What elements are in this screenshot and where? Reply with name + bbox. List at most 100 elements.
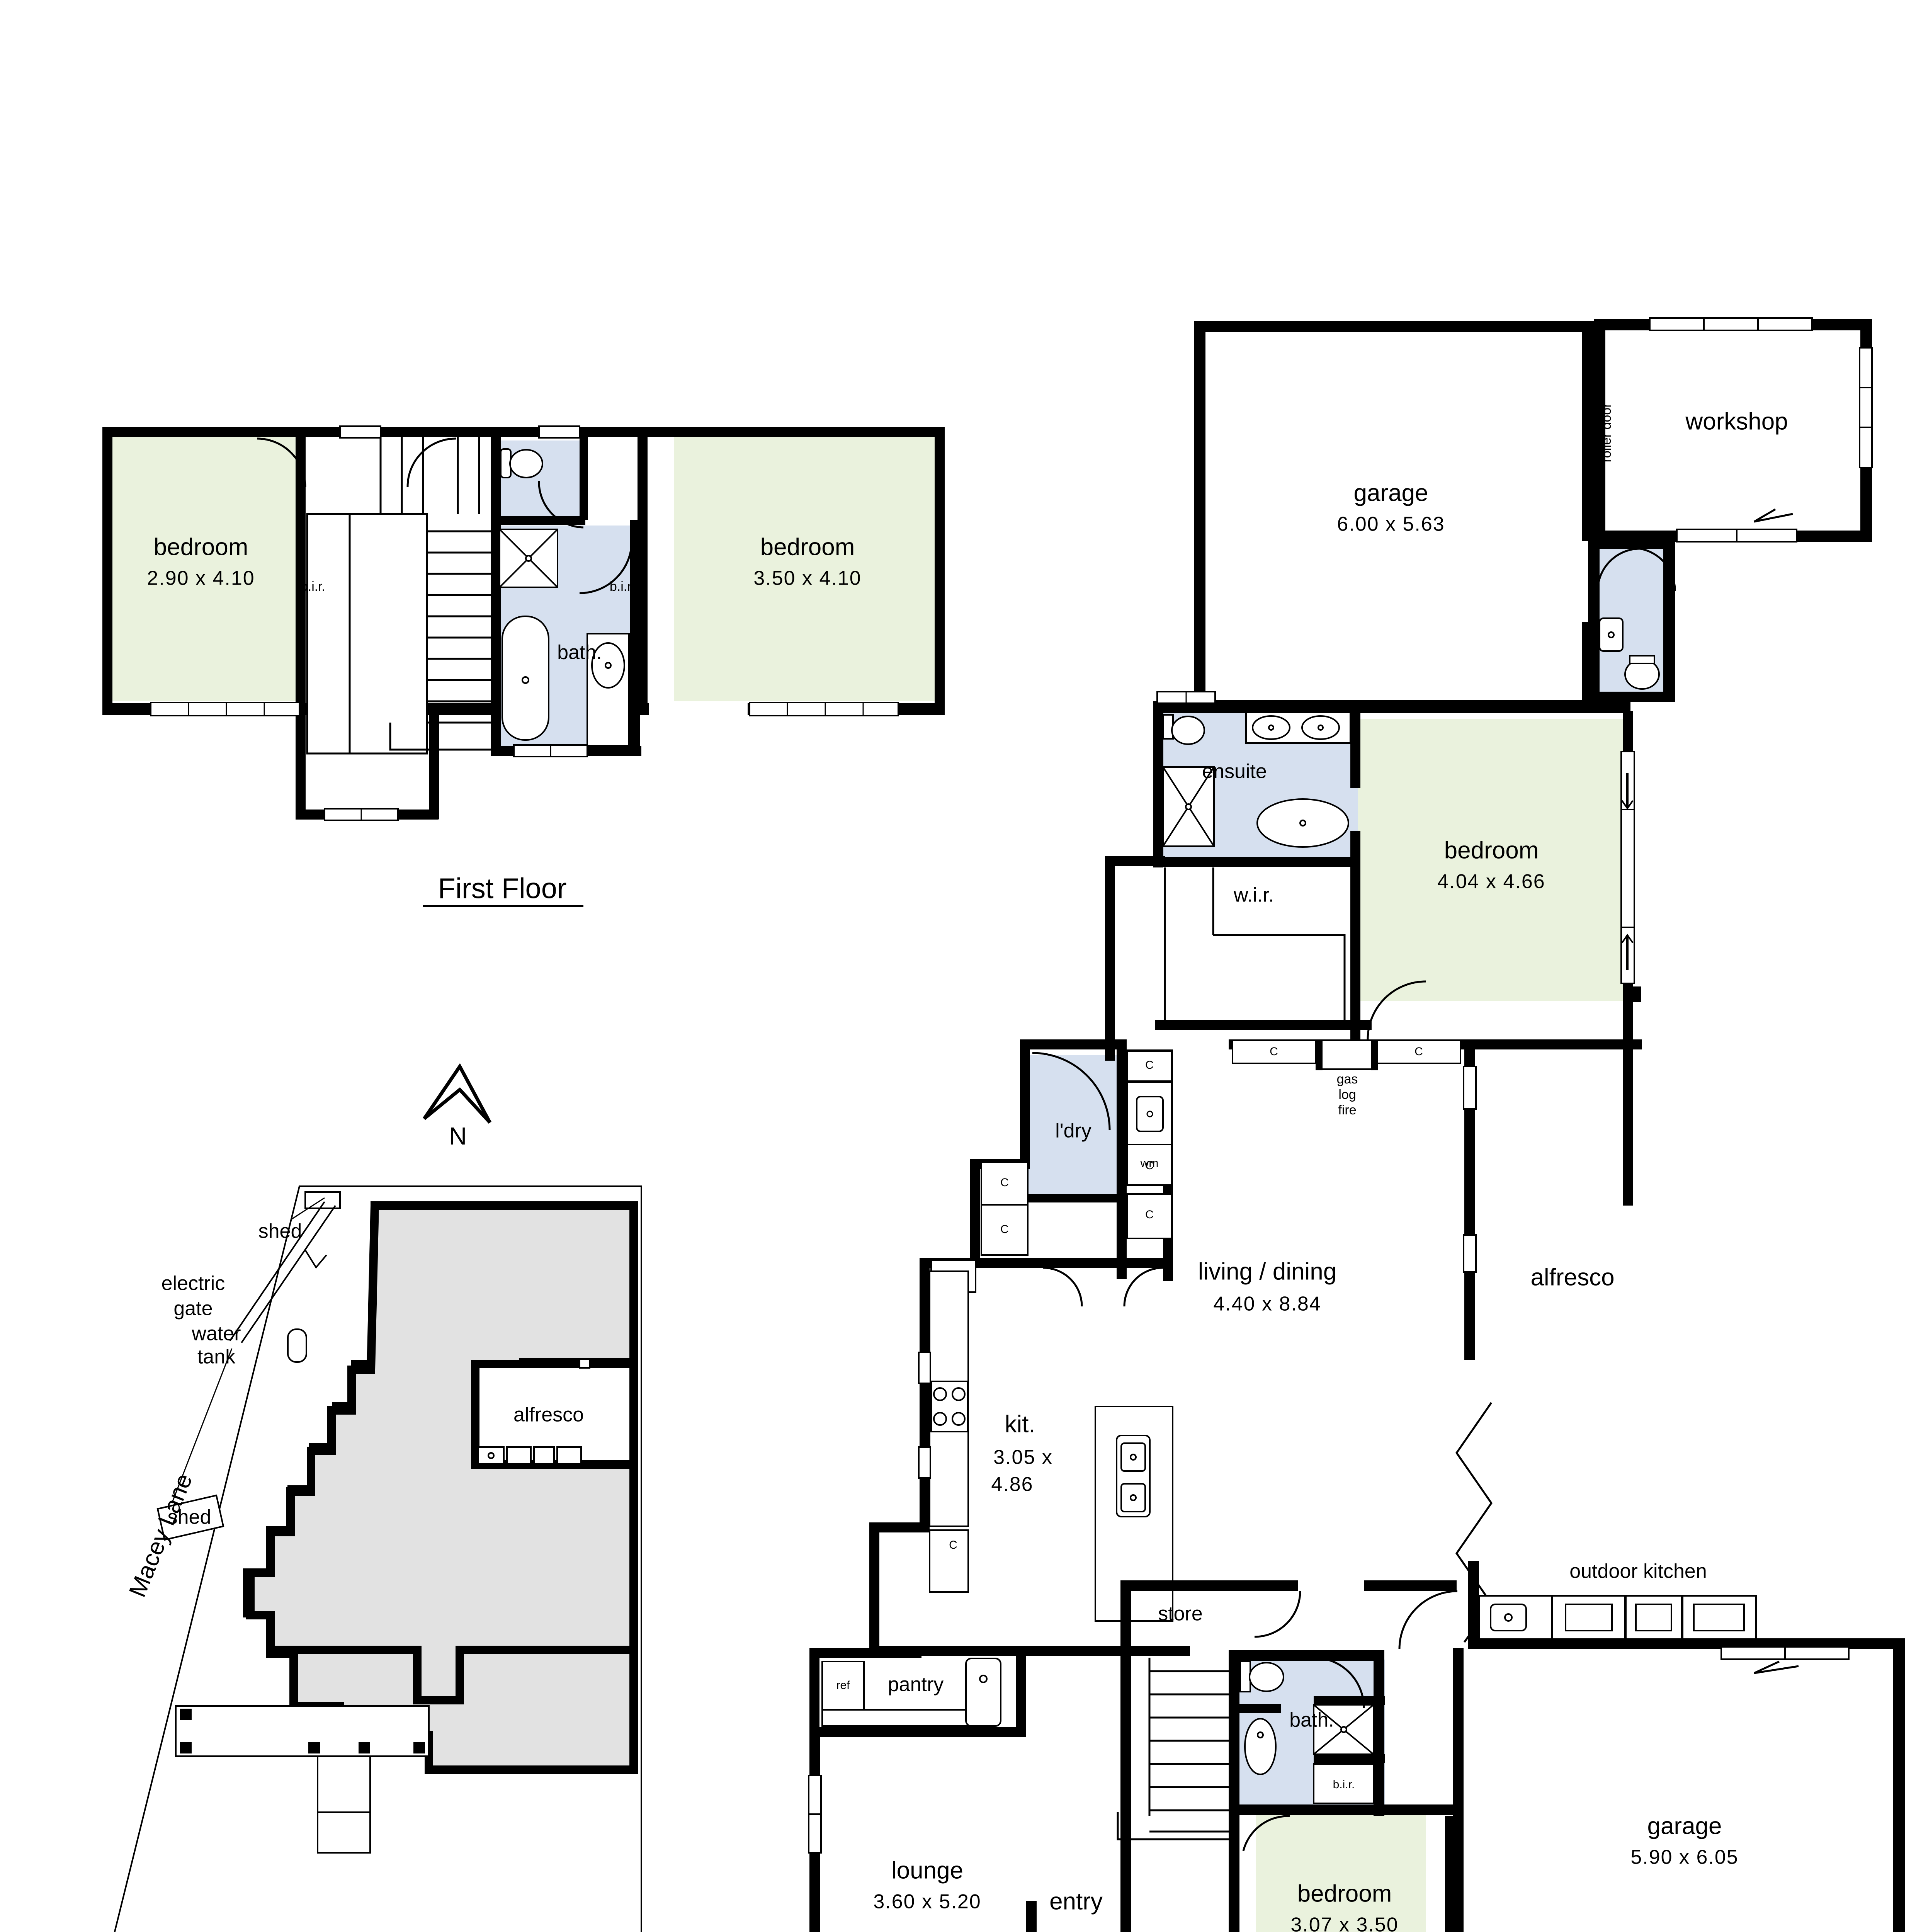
gf-cupboard-dividers <box>1316 1040 1378 1070</box>
first-floor-stairs <box>306 437 491 755</box>
gf-ground-bath-fixtures <box>1239 1661 1374 1804</box>
gf-master-bedroom-label: bedroom <box>1444 837 1539 864</box>
gf-front-verandah <box>1626 986 1641 1002</box>
gf-garage-wc-door-2 <box>1640 548 1676 592</box>
gf-kitchen-windows <box>918 1352 931 1479</box>
gf-outdoor-kitchen-bench <box>1478 1595 1757 1640</box>
first-floor-bedroom-left-dims: 2.90 x 4.10 <box>147 567 255 590</box>
gf-laundry-door <box>1032 1052 1111 1131</box>
north-label: N <box>449 1122 467 1150</box>
first-floor-bath-label: bath. <box>557 641 602 664</box>
gf-entry-label: entry <box>1049 1888 1103 1915</box>
gf-garage-upper-dims: 6.00 x 5.63 <box>1337 513 1445 536</box>
gf-gas-log-fire-l2: log <box>1338 1087 1356 1102</box>
gf-master-bedroom-fill <box>1358 719 1629 1001</box>
site-shed-bottom-label: shed <box>168 1506 211 1529</box>
gf-wir-label: w.i.r. <box>1233 884 1274 906</box>
first-floor-plan: b.i.r. b.i.r. bedroom 2.90 x 4.10 bedroo… <box>102 425 945 907</box>
gf-laundry-label: l'dry <box>1055 1120 1091 1142</box>
basin-icon <box>1244 1718 1277 1775</box>
gf-laundry-cupboard-c4: C <box>1000 1176 1009 1189</box>
gf-workshop-door-swing <box>1753 508 1793 523</box>
gf-master-bedroom-door <box>1367 980 1426 1040</box>
site-electric-gate-label-l2: gate <box>173 1298 213 1320</box>
gf-lower-garage-door-swing <box>1753 1660 1799 1674</box>
gf-stairs <box>1117 1658 1229 1840</box>
site-electric-gate-label-l1: electric <box>162 1272 225 1295</box>
gf-workshop-label: workshop <box>1685 408 1788 435</box>
gf-lower-garage-walls <box>1453 1648 1905 1932</box>
gf-gas-log-fire-l1: gas <box>1337 1072 1358 1087</box>
first-floor-bedroom-right-fill <box>674 435 937 701</box>
gf-ref-label: ref <box>836 1679 850 1692</box>
first-floor-title: First Floor <box>438 872 567 905</box>
gf-lounge-label: lounge <box>891 1857 963 1884</box>
toilet-icon <box>509 449 543 478</box>
gf-ground-bedroom-dims: 3.07 x 3.50 <box>1290 1914 1398 1932</box>
gf-store-door-2 <box>1398 1590 1458 1650</box>
gf-kitchen-dims-l2: 4.86 <box>991 1473 1033 1496</box>
gf-store-walls <box>1120 1580 1457 1932</box>
first-floor-bedroom-left-fill <box>110 435 299 701</box>
fridge-icon <box>821 1661 865 1711</box>
gf-store-door <box>1254 1591 1301 1638</box>
site-ranfurlie-avenue-label: Ranfurlie Avenue <box>274 1929 468 1932</box>
gf-garage-lower-dims: 5.90 x 6.05 <box>1630 1846 1738 1869</box>
gf-living-dining-label: living / dining <box>1198 1258 1336 1285</box>
gf-laundry-trough-plug <box>1146 1111 1153 1117</box>
site-water-tank-label-l1: water <box>191 1323 241 1345</box>
gf-lounge-windows <box>808 1775 822 1854</box>
first-floor-doors <box>257 437 633 594</box>
gf-ground-bath-door <box>1313 1656 1365 1708</box>
site-water-tank-label-l2: tank <box>197 1346 236 1368</box>
gf-laundry-cupboard-c3: C <box>1145 1208 1154 1221</box>
ground-floor-plan: garage 6.00 x 5.63 workshop roller door <box>808 317 1905 1932</box>
gf-ground-bedroom-door <box>1242 1815 1290 1851</box>
toilet-icon <box>1171 716 1205 745</box>
sink-icon <box>965 1658 1001 1727</box>
gf-store-label: store <box>1158 1603 1203 1625</box>
site-water-tank-icon <box>287 1328 307 1363</box>
site-shed-bottom-leader <box>171 1348 233 1503</box>
gf-alfresco-windows <box>1463 1066 1477 1273</box>
gf-ground-bedroom-label: bedroom <box>1297 1880 1392 1907</box>
gf-laundry-cupboard-c2: C <box>1145 1159 1154 1172</box>
first-floor-bir-left-label: b.i.r. <box>301 579 325 594</box>
gf-kitchen-dims-l1: 3.05 x <box>993 1446 1053 1469</box>
gf-pantry-walls <box>809 1648 1026 1737</box>
site-electric-gate-icon <box>229 1201 336 1344</box>
gf-garage-wc-door <box>1596 548 1641 592</box>
gf-laundry-fill <box>1026 1055 1119 1198</box>
first-floor-bedroom-right-label: bedroom <box>760 534 855 560</box>
gf-wir-shelves <box>1164 867 1346 1020</box>
gf-cupboard-label-b: C <box>1414 1045 1423 1058</box>
gf-workshop-windows <box>1649 317 1873 543</box>
site-outdoor-kitchen-bench <box>478 1446 582 1465</box>
gf-master-bedroom-dims: 4.04 x 4.66 <box>1437 871 1545 893</box>
site-shed-bottom <box>156 1494 224 1541</box>
gf-ground-bath-label: bath. <box>1289 1709 1334 1731</box>
site-window-ticks <box>579 1359 590 1369</box>
gf-gas-log-fire-l3: fire <box>1338 1103 1356 1117</box>
first-floor-windows <box>150 425 899 821</box>
gf-kitchen-label: kit. <box>1005 1411 1035 1437</box>
gf-living-double-door <box>1043 1267 1163 1307</box>
gf-outdoor-kitchen-label: outdoor kitchen <box>1569 1560 1707 1583</box>
site-front-porch <box>175 1705 430 1854</box>
gf-master-slider <box>1620 751 1635 984</box>
site-shed-top-leader <box>291 1197 325 1220</box>
north-arrow-icon <box>423 1063 491 1124</box>
gf-pantry-label: pantry <box>888 1673 944 1696</box>
gf-ground-bir-label: b.i.r. <box>1333 1778 1355 1791</box>
gf-ensuite-fixtures <box>1162 711 1351 848</box>
gf-garage-lower-label: garage <box>1647 1813 1722 1839</box>
first-floor-bedroom-left-label: bedroom <box>154 534 248 560</box>
gf-ground-bedroom-fill <box>1256 1808 1426 1932</box>
first-floor-bedroom-right-dims: 3.50 x 4.10 <box>753 567 861 590</box>
gf-garage-upper-label: garage <box>1353 480 1428 506</box>
gf-ensuite-label: ensuite <box>1202 760 1267 783</box>
gf-laundry-cupboard-c5: C <box>1000 1223 1009 1236</box>
gf-lower-garage-door <box>1720 1646 1850 1660</box>
toilet-icon <box>1249 1662 1284 1692</box>
